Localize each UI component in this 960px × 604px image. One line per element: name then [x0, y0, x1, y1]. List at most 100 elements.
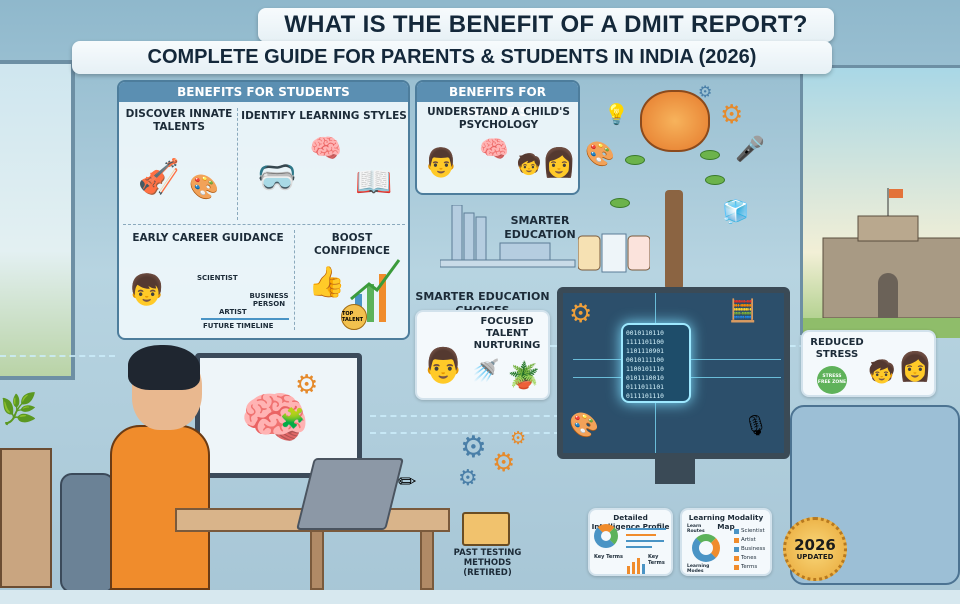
child-icon: 🧒 [516, 152, 542, 176]
left-window [0, 60, 75, 380]
legend-item: Artist [734, 537, 756, 543]
parents-benefits-panel: BENEFITS FOR PARENTS UNDERSTAND A CHILD'… [415, 80, 580, 195]
focused-nurturing-card: FOCUSED TALENT NURTURING 👨 🚿 🪴 [415, 310, 550, 400]
gear-icon: ⚙ [492, 448, 516, 478]
benefit-boost-confidence: BOOST CONFIDENCE [313, 232, 391, 257]
side-cabinet [0, 448, 52, 588]
learn-routes-label: Learn Routes [687, 524, 705, 534]
gear-icon: ⚙ [569, 299, 593, 329]
benefit-child-psychology: UNDERSTAND A CHILD'S PSYCHOLOGY [427, 106, 570, 131]
gear-icon: ⚙ [295, 370, 319, 400]
legend-item: Scientist [734, 528, 765, 534]
leaf [700, 150, 720, 160]
profile-bar [626, 546, 652, 548]
girl-reading-book-icon: 📖 [355, 164, 393, 200]
data-line [370, 415, 560, 417]
plant-icon: 🌿 [0, 392, 38, 427]
paint-palette-icon: 🎨 [585, 140, 615, 168]
father-icon: 👨 [423, 145, 459, 179]
title-banner: WHAT IS THE BENEFIT OF A DMIT REPORT? [258, 8, 834, 42]
microphone-icon: 🎙 [743, 413, 769, 437]
mini-bar-chart [627, 558, 645, 574]
vr-headset-boy-icon: 🥽 [257, 158, 297, 196]
modality-donut-chart [692, 534, 720, 562]
microphone-icon: 🎤 [735, 135, 765, 163]
child-icon: 🧒 [868, 359, 896, 385]
floor-strip [0, 590, 960, 604]
profile-bar [626, 540, 664, 542]
data-line [0, 355, 115, 357]
gear-icon: ⚙ [720, 100, 744, 130]
brain-tree-icon [640, 90, 710, 152]
badge-text: UPDATED [796, 553, 834, 561]
smarter-education-label: SMARTER EDUCATION [504, 214, 576, 241]
report-title: Detailed Intelligence Profile [591, 513, 670, 531]
right-window-fort-view [800, 65, 960, 338]
gear-icon: ⚙ [510, 428, 527, 449]
timeline-line [201, 318, 289, 320]
boy-hair [128, 345, 200, 390]
report-title: Learning Modality Map [688, 513, 764, 531]
page-subtitle: COMPLETE GUIDE FOR PARENTS & STUDENTS IN… [147, 46, 757, 68]
benefit-discover-talents: DISCOVER INNATE TALENTS [125, 108, 233, 133]
tree-trunk [665, 190, 683, 290]
career-scientist-label: SCIENTIST [197, 274, 238, 282]
data-line [550, 345, 560, 347]
brain-puzzle-icon: 🧠 [240, 386, 310, 451]
monitor-stand [655, 459, 695, 484]
brain-icon: 🧠 [309, 134, 343, 164]
potted-plant-icon: 🪴 [507, 361, 541, 391]
binary-chip: 0010110110 1111101100 1101110901 0010111… [621, 323, 691, 403]
students-panel-heading: BENEFITS FOR STUDENTS [119, 82, 408, 102]
stress-free-badge: STRESS FREE ZONE [817, 366, 847, 394]
confident-boy-icon: 👍 [308, 264, 346, 300]
key-terms-label: Key Terms [594, 554, 623, 560]
paint-palette-icon: 🎨 [189, 173, 219, 201]
circuit-trace [691, 359, 781, 360]
watering-can-icon: 🚿 [472, 358, 500, 384]
rubiks-cube-icon: 🧊 [722, 200, 750, 225]
paint-palette-icon: 🎨 [569, 411, 599, 439]
legend-item: Business [734, 546, 765, 552]
gear-icon: ⚙ [698, 82, 713, 101]
divider [237, 108, 238, 220]
puzzle-piece-icon: 🧩 [280, 406, 305, 430]
profile-bar [626, 534, 656, 536]
girl-with-violin-icon: 🎻 [137, 157, 181, 197]
circuit-trace [691, 377, 781, 378]
education-comparison-chart [578, 233, 650, 273]
abacus-icon: 🧮 [729, 299, 757, 324]
top-talent-ribbon: TOP TALENT [341, 304, 367, 330]
divider [123, 224, 405, 225]
leaf [725, 200, 745, 210]
man-watering-plant-icon: 👨 [422, 346, 465, 386]
leaf [625, 155, 645, 165]
pencil-cup-icon: ✏ [398, 470, 417, 495]
page-title: WHAT IS THE BENEFIT OF A DMIT REPORT? [284, 11, 808, 38]
parents-panel-heading: BENEFITS FOR PARENTS [417, 82, 578, 119]
brain-icon: 🧠 [479, 135, 509, 163]
mother-icon: 👩 [897, 349, 933, 383]
gear-icon: ⚙ [458, 466, 478, 491]
lightbulb-icon: 💡 [604, 102, 629, 126]
career-business-label: BUSINESS PERSON [249, 292, 289, 308]
past-testing-label: PAST TESTING METHODS (RETIRED) [453, 548, 522, 578]
divider [294, 230, 295, 330]
gear-icon: ⚙ [460, 430, 487, 465]
leaf [705, 175, 725, 185]
circuit-trace [655, 293, 656, 323]
donut-chart [594, 524, 618, 548]
bookshelf-icon [440, 205, 576, 268]
leaf [610, 198, 630, 208]
learning-modes-label: Learning Modes [687, 564, 710, 574]
circuit-trace [573, 377, 621, 378]
subtitle-banner: COMPLETE GUIDE FOR PARENTS & STUDENTS IN… [72, 41, 832, 74]
benefit-learning-styles: IDENTIFY LEARNING STYLES [241, 110, 407, 122]
reduced-stress-label: REDUCED STRESS [810, 337, 864, 360]
focused-nurturing-label: FOCUSED TALENT NURTURING [473, 316, 541, 351]
ai-chip-monitor: 0010110110 1111101100 1101110901 0010111… [557, 287, 790, 459]
circuit-trace [655, 403, 656, 453]
intelligence-profile-card: Detailed Intelligence Profile Key Terms … [588, 508, 673, 576]
folder-icon [462, 512, 510, 546]
reduced-stress-card: REDUCED STRESS STRESS FREE ZONE 🧒 👩 [801, 330, 936, 397]
